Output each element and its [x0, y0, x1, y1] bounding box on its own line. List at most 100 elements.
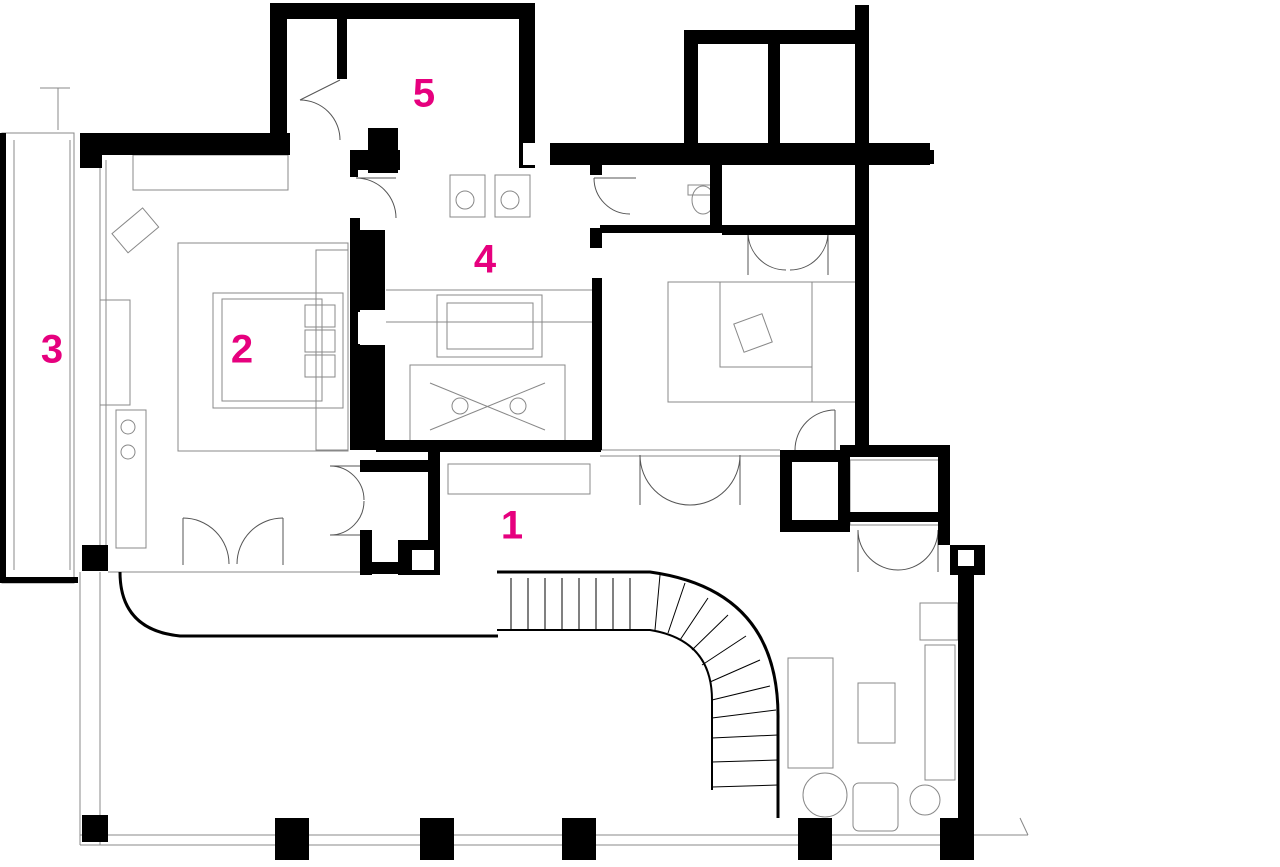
console-table [447, 463, 591, 495]
door-swing [329, 500, 365, 536]
stair-tread [711, 709, 777, 719]
wall [80, 133, 102, 168]
column [275, 818, 309, 860]
pillow [304, 354, 336, 378]
door-leaf [299, 79, 341, 101]
sink [494, 174, 531, 218]
shower-head [509, 397, 527, 415]
staircase [118, 570, 780, 818]
bed [212, 292, 344, 409]
column-hollow [358, 312, 383, 344]
wall [938, 445, 950, 545]
wall [350, 165, 358, 177]
furniture-layer [1, 87, 1029, 846]
door-swing [789, 231, 829, 271]
wall [270, 3, 287, 153]
door-swing [897, 529, 939, 571]
side-cabinet [919, 602, 959, 641]
balcony-frame [1, 132, 75, 584]
bench [99, 299, 131, 406]
door-swing [236, 517, 284, 565]
column [82, 545, 108, 571]
wall [838, 450, 850, 532]
door-swing [355, 177, 397, 219]
door-swing [639, 454, 691, 506]
stair-tread [711, 759, 779, 763]
wall [722, 225, 860, 235]
room-label-2: 2 [231, 328, 253, 372]
round-table [802, 772, 848, 818]
wall [80, 133, 290, 155]
chair [111, 207, 160, 254]
column [798, 818, 832, 860]
armchair [852, 782, 899, 832]
sink-basin [500, 190, 520, 210]
room-label-4: 4 [474, 238, 497, 282]
wall [592, 278, 602, 450]
wall [780, 450, 792, 530]
wall [360, 345, 385, 450]
wall [600, 225, 730, 233]
wall [360, 460, 440, 472]
wall [850, 512, 945, 522]
wall [0, 577, 78, 583]
curved-bench [118, 571, 498, 638]
wall [855, 165, 869, 455]
wall [519, 3, 535, 168]
stair-tread [667, 582, 686, 634]
pillow [304, 329, 336, 353]
coffee-table [857, 682, 896, 744]
room-label-1: 1 [501, 504, 523, 548]
office-chair [733, 313, 773, 353]
door-swing [593, 177, 631, 215]
doors-layer [182, 79, 939, 572]
column-hollow [958, 550, 974, 566]
fixture-circle [120, 419, 136, 435]
wall-openings [358, 143, 974, 570]
wall [780, 450, 850, 462]
railing-line [1019, 817, 1029, 836]
headboard [315, 249, 349, 451]
door-swing [747, 231, 787, 271]
stair-tread [701, 635, 747, 666]
door-swing [299, 99, 341, 141]
bed-inner [221, 298, 323, 402]
room-label-5: 5 [413, 72, 435, 116]
wall [855, 5, 869, 155]
study-rug [667, 281, 859, 403]
stair-tread [679, 597, 709, 641]
round-stool [909, 784, 941, 816]
stair-tread [691, 614, 729, 651]
door-swing [794, 409, 836, 451]
wall [840, 445, 950, 457]
wall [768, 30, 780, 155]
room-labels: 1 2 3 4 5 [41, 72, 523, 548]
wall [590, 165, 602, 175]
wall [270, 3, 535, 19]
wall [710, 165, 722, 225]
room-label-3: 3 [41, 328, 63, 372]
stair-tread [709, 659, 761, 683]
door-swing [857, 529, 899, 571]
column [82, 815, 108, 842]
stair-rail-outer [497, 570, 780, 818]
door-swing [182, 517, 230, 565]
column [940, 818, 974, 860]
wall [0, 133, 6, 583]
wall [684, 150, 934, 164]
wall [590, 228, 602, 248]
shelf [811, 281, 858, 403]
stair-tread [654, 574, 661, 631]
media-unit [924, 644, 956, 781]
wall [350, 150, 400, 170]
bathtub [436, 294, 543, 358]
column [420, 818, 454, 860]
wall [360, 230, 385, 310]
wall [684, 30, 698, 155]
opening [523, 143, 549, 165]
column [562, 818, 596, 860]
door-swing [329, 465, 365, 501]
sink-basin [455, 190, 475, 210]
walls [0, 3, 985, 860]
